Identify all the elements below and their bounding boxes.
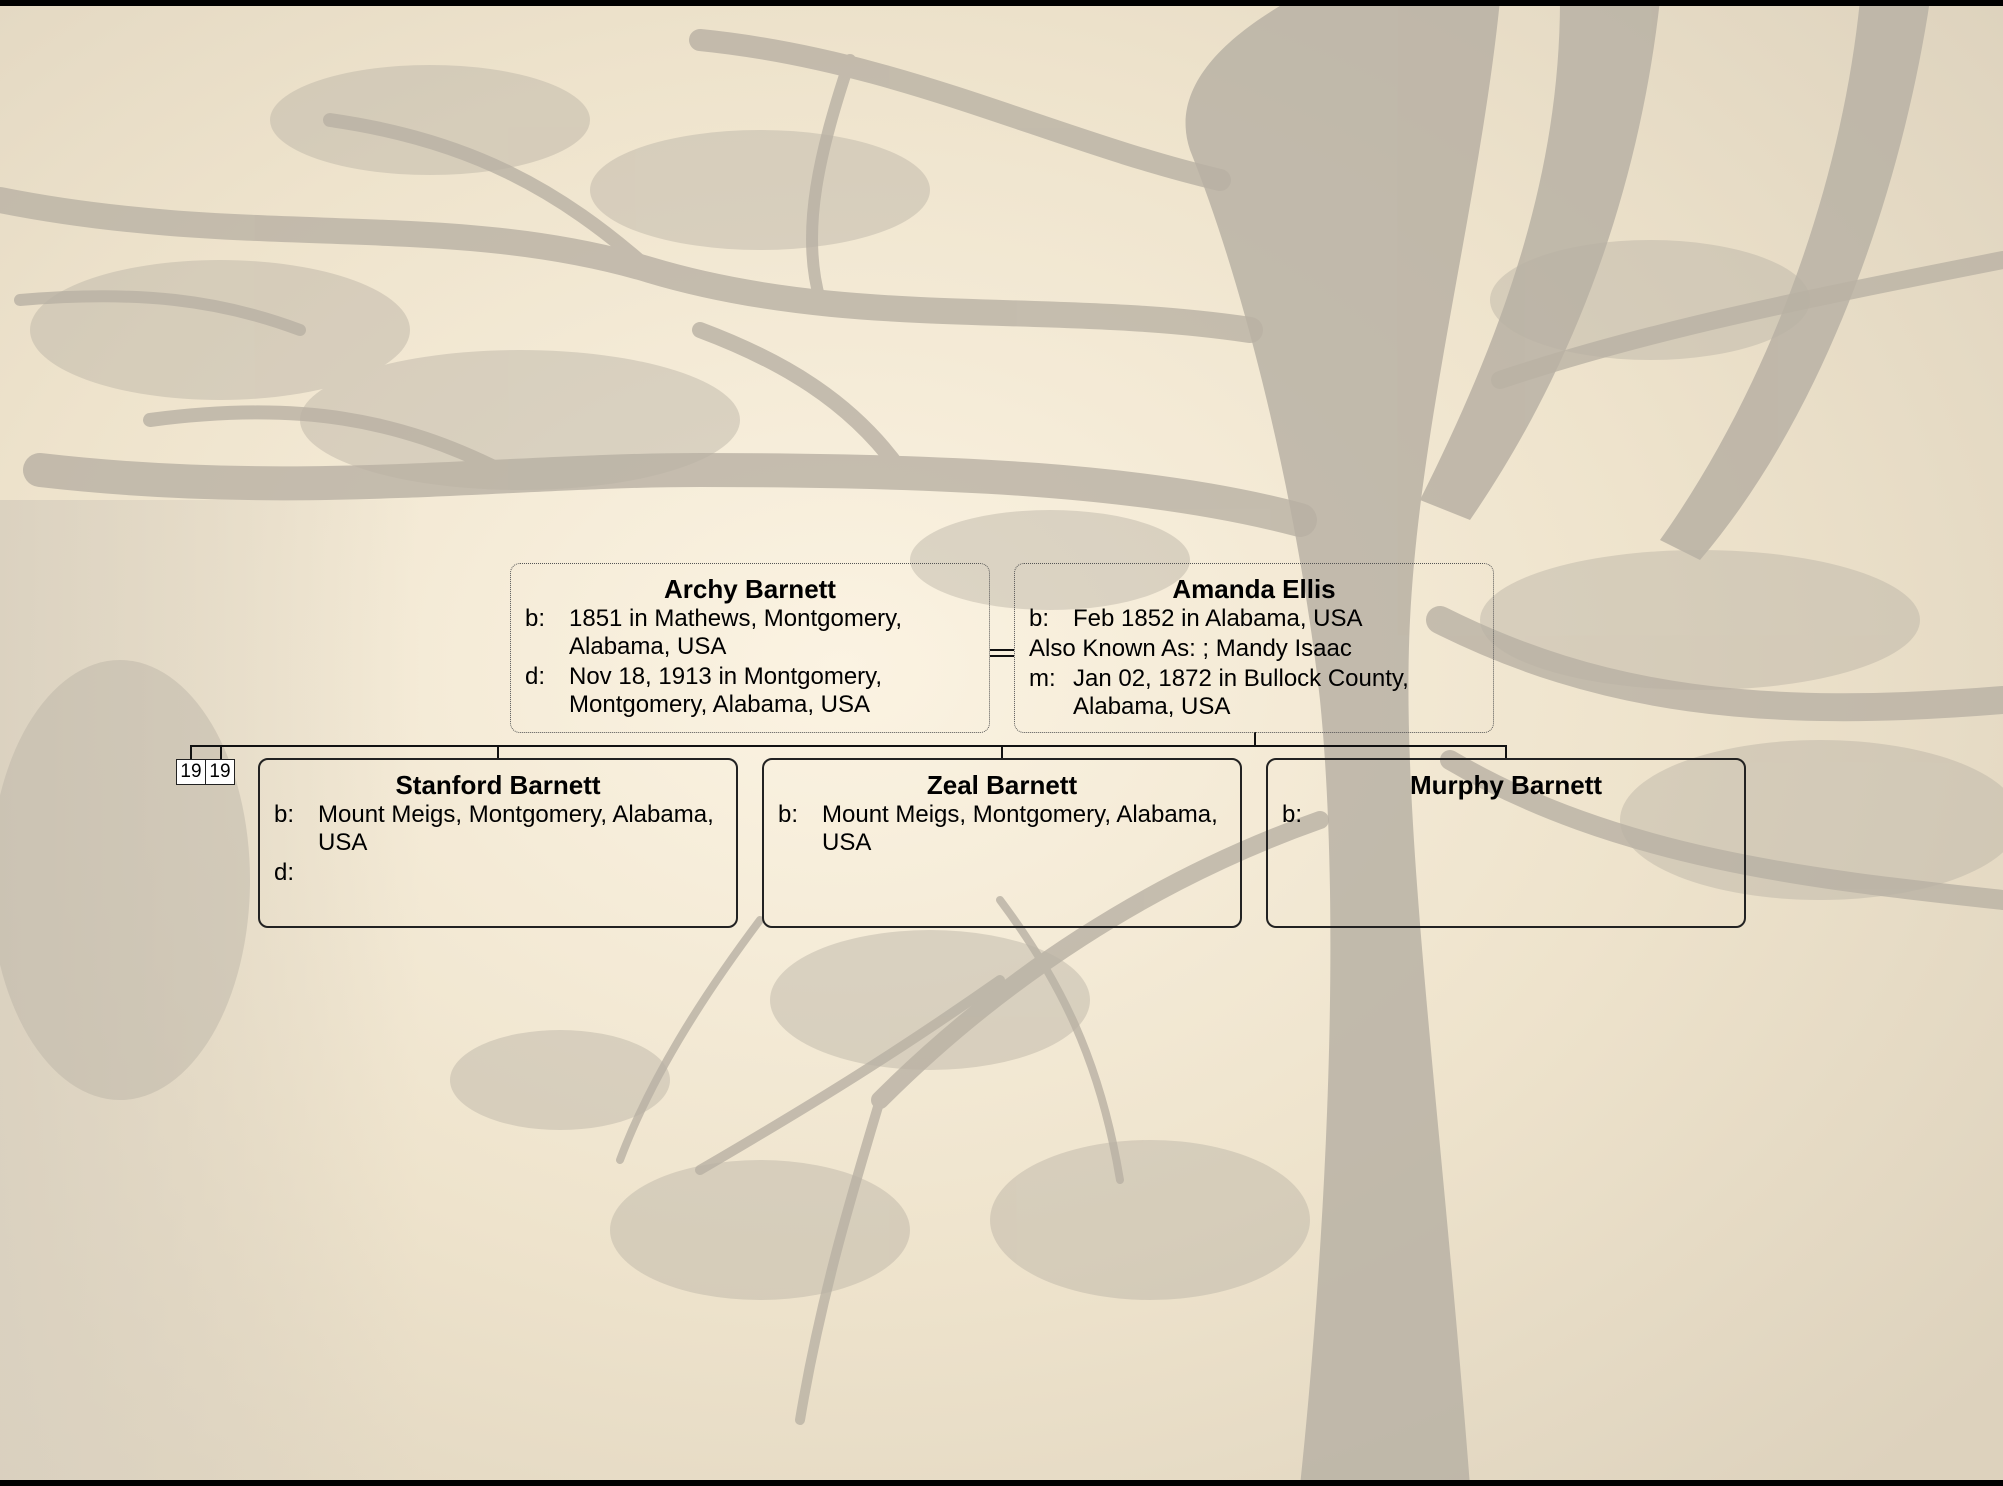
- fact-value: 1851 in Mathews, Montgomery, Alabama, US…: [569, 605, 903, 660]
- person-name: Murphy Barnett: [1409, 770, 1603, 800]
- fact-label: b:: [274, 801, 295, 828]
- person-name: Stanford Barnett: [395, 770, 601, 800]
- death-fact: d:: [274, 859, 722, 887]
- fact-label: d:: [274, 859, 295, 886]
- marriage-fact: m: Jan 02, 1872 in Bullock County, Alaba…: [1029, 665, 1479, 721]
- fact-value: Nov 18, 1913 in Montgomery, Montgomery, …: [569, 663, 883, 718]
- person-box-zeal-barnett[interactable]: Zeal Barnett b: Mount Meigs, Montgomery,…: [762, 758, 1242, 928]
- bottom-frame-line: [0, 1480, 2003, 1486]
- child-drop-murphy: [1505, 745, 1507, 758]
- person-name: Amanda Ellis: [1172, 574, 1336, 604]
- fact-value: Jan 02, 1872 in Bullock County, Alabama,…: [1073, 665, 1409, 720]
- alias-fact: Also Known As: ; Mandy Isaac: [1029, 635, 1352, 662]
- birth-fact: b:: [1282, 801, 1730, 829]
- fact-value: Mount Meigs, Montgomery, Alabama, USA: [822, 801, 1218, 856]
- birth-fact: b: 1851 in Mathews, Montgomery, Alabama,…: [525, 605, 975, 661]
- person-box-amanda-ellis[interactable]: Amanda Ellis b: Feb 1852 in Alabama, USA…: [1014, 563, 1494, 733]
- fact-value: Mount Meigs, Montgomery, Alabama, USA: [318, 801, 714, 856]
- fact-value: [318, 859, 722, 887]
- marker-drop-1: [190, 745, 192, 759]
- fact-label: m:: [1029, 665, 1056, 692]
- fact-label: d:: [525, 663, 546, 690]
- fact-label: b:: [525, 605, 546, 632]
- fact-value: [1326, 801, 1730, 829]
- generation-marker[interactable]: 19: [205, 759, 235, 785]
- top-frame-line: [0, 0, 2003, 6]
- person-box-stanford-barnett[interactable]: Stanford Barnett b: Mount Meigs, Montgom…: [258, 758, 738, 928]
- marriage-connector-bottom: [990, 655, 1014, 657]
- birth-fact: b: Mount Meigs, Montgomery, Alabama, USA: [778, 801, 1226, 857]
- child-drop-stanford: [497, 745, 499, 758]
- person-box-archy-barnett[interactable]: Archy Barnett b: 1851 in Mathews, Montgo…: [510, 563, 990, 733]
- child-drop-zeal: [1001, 745, 1003, 758]
- marriage-connector-top: [990, 649, 1014, 651]
- fact-label: b:: [1282, 801, 1303, 828]
- marker-drop-2: [220, 745, 222, 759]
- birth-fact: b: Feb 1852 in Alabama, USA: [1029, 605, 1479, 633]
- fact-value: Feb 1852 in Alabama, USA: [1073, 605, 1363, 632]
- couple-descent-line: [1254, 732, 1256, 746]
- fact-label: b:: [1029, 605, 1050, 632]
- person-name: Zeal Barnett: [926, 770, 1078, 800]
- generation-marker[interactable]: 19: [176, 759, 206, 785]
- birth-fact: b: Mount Meigs, Montgomery, Alabama, USA: [274, 801, 722, 857]
- sibling-line: [190, 745, 1507, 747]
- person-name: Archy Barnett: [664, 574, 836, 604]
- fact-label: b:: [778, 801, 799, 828]
- death-fact: d: Nov 18, 1913 in Montgomery, Montgomer…: [525, 663, 975, 719]
- person-box-murphy-barnett[interactable]: Murphy Barnett b:: [1266, 758, 1746, 928]
